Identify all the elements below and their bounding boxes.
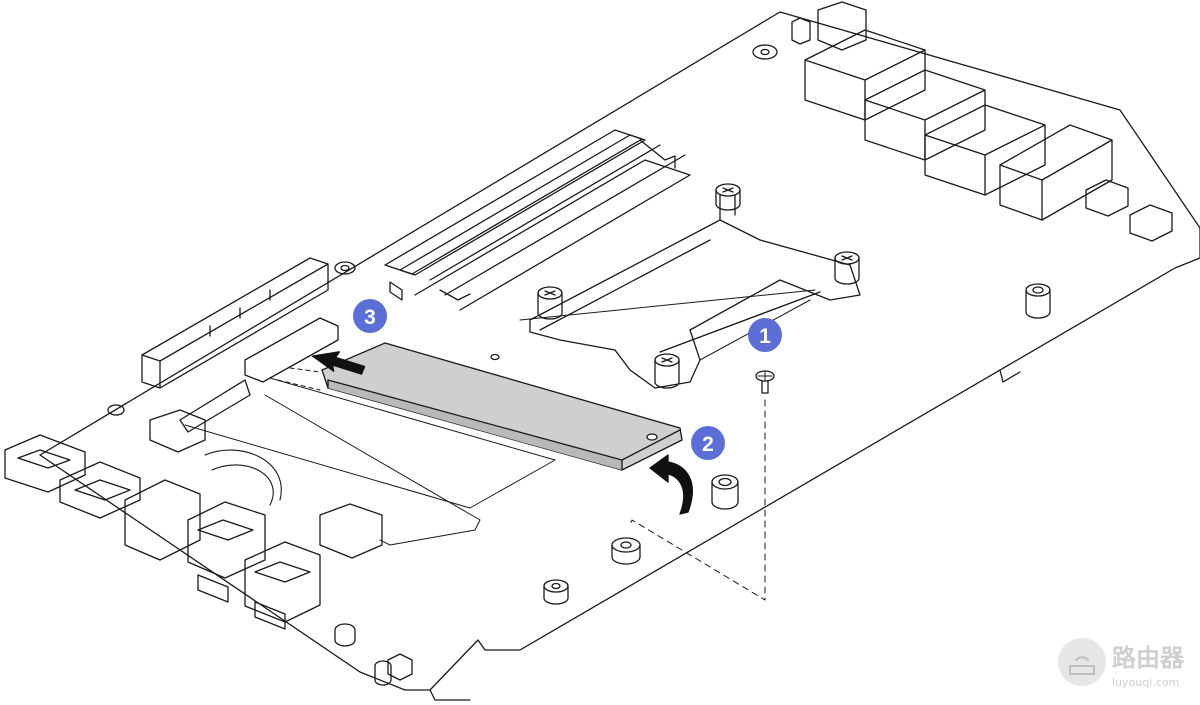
router-icon	[1058, 638, 1106, 686]
dimm-slot	[384, 129, 691, 311]
standoffs	[107, 44, 1051, 605]
watermark-title: 路由器	[1112, 644, 1185, 672]
step-number-3: 3	[364, 306, 376, 329]
pcie-slot	[141, 257, 329, 389]
screw-leader-line	[629, 399, 766, 601]
step-badge-3: 3	[353, 299, 387, 333]
rear-io-ports	[791, 1, 1173, 242]
system-board-outline	[39, 11, 1200, 691]
step-number-2: 2	[702, 433, 714, 456]
watermark-url: luyouqi.com	[1112, 676, 1179, 689]
front-io-ports	[4, 409, 413, 686]
remove-arrow-step-3	[311, 351, 366, 375]
m2-slot	[179, 317, 556, 546]
captive-screws	[537, 183, 860, 389]
step-badge-1: 1	[748, 318, 782, 352]
lift-arrow-step-2	[649, 454, 693, 515]
m2-insertion-guide-line	[277, 367, 321, 391]
heatsink-bracket	[519, 194, 861, 389]
m2-drive	[321, 342, 683, 471]
m2-retaining-screw	[755, 370, 775, 394]
step-badge-2: 2	[691, 426, 725, 460]
step-number-1: 1	[759, 325, 771, 348]
watermark: 路由器 luyouqi.com	[1058, 638, 1185, 689]
board-edge	[429, 369, 1021, 701]
